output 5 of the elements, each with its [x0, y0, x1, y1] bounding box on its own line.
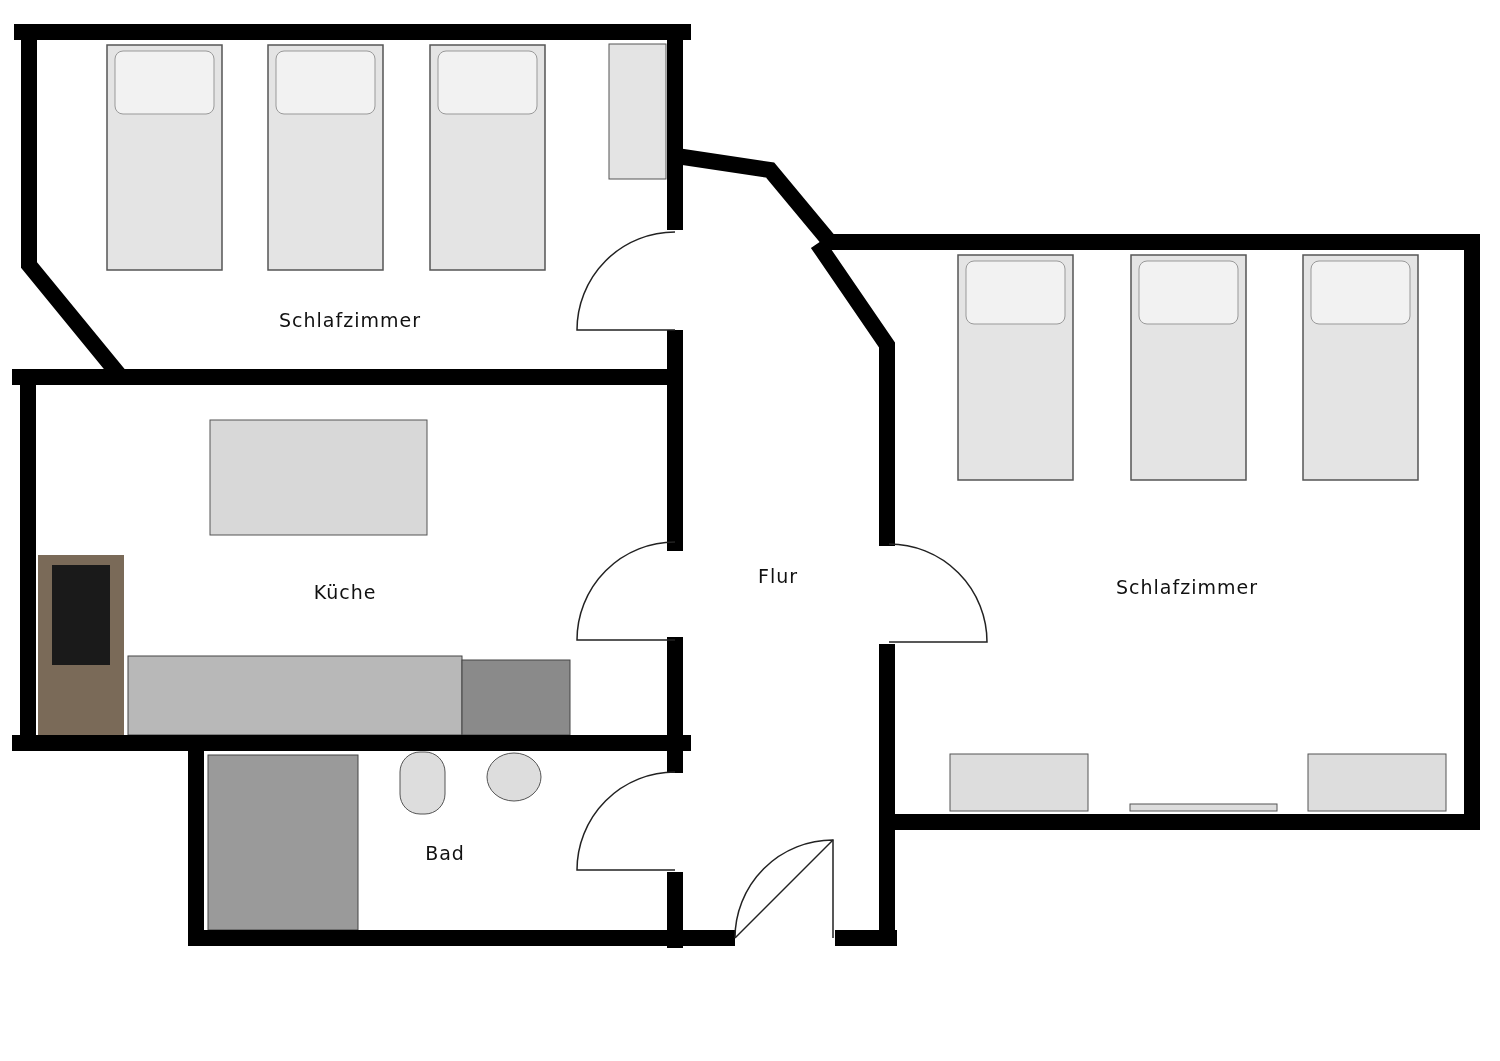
room-label: Schlafzimmer	[1116, 576, 1258, 598]
room-label: Küche	[313, 581, 377, 603]
room-label: Flur	[757, 565, 799, 587]
room-label: Bad	[425, 842, 465, 864]
room-label: Schlafzimmer	[279, 309, 421, 331]
